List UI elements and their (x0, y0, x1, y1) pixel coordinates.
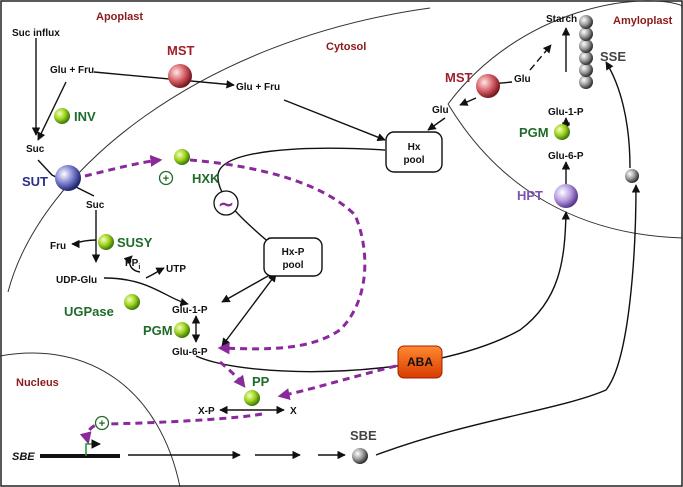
nuclear-membrane (0, 352, 181, 487)
plasma-membrane (7, 7, 431, 293)
amyloplast-membrane-outer (447, 0, 683, 105)
ppi-label: PPi (125, 258, 140, 271)
plus-text-hxk: + (163, 173, 169, 185)
ugpase-label: UGPase (64, 304, 114, 319)
regulation-arrows (79, 154, 397, 445)
hxp-pool-label-2: pool (282, 260, 303, 271)
mst-label-2: MST (445, 70, 473, 85)
glu-amyloplast-label: Glu (514, 74, 531, 85)
hxp-pool-label-1: Hx-P (282, 247, 305, 258)
susy-enzyme (98, 234, 114, 250)
x-label: X (290, 406, 297, 417)
plus-sign-nucleus (94, 415, 110, 431)
sut-transporter (55, 165, 81, 191)
fru-label: Fru (50, 241, 66, 252)
mst-transporter-amyloplast (476, 74, 500, 98)
x-p-label: X-P (198, 406, 215, 417)
glu-1-p-amyloplast-label: Glu-1-P (548, 107, 584, 118)
hpt-transporter (554, 184, 578, 208)
ugpase-enzyme (124, 294, 140, 310)
mst-label-1: MST (167, 43, 195, 58)
suc-influx-label: Suc influx (12, 28, 60, 39)
glu-fru-cytosol-label: Glu + Fru (236, 82, 280, 93)
amyloplast-granule (625, 169, 639, 183)
pgm-label-amyloplast: PGM (519, 125, 549, 140)
pgm-enzyme-cytosol (174, 322, 190, 338)
glu-1-p-cytosol-label: Glu-1-P (172, 305, 208, 316)
inv-label: INV (74, 109, 96, 124)
pp-label: PP (252, 374, 270, 389)
pgm-label-cytosol: PGM (143, 323, 173, 338)
susy-label: SUSY (117, 235, 153, 250)
pp-enzyme (244, 390, 260, 406)
glu-6-p-amyloplast-label: Glu-6-P (548, 151, 584, 162)
apoplast-label: Apoplast (96, 11, 143, 23)
suc-apoplast-label: Suc (26, 144, 45, 155)
sse-granule-stack (579, 15, 593, 89)
hx-pool-label-2: pool (403, 155, 424, 166)
glu-fru-apoplast-label: Glu + Fru (50, 65, 94, 76)
plus-text-nucleus: + (99, 418, 105, 430)
reaction-arrows (31, 27, 641, 460)
suc-cytosol-label: Suc (86, 200, 105, 211)
glu-cytosol-label: Glu (432, 105, 449, 116)
hxp-pool-box (263, 237, 323, 277)
pgm-enzyme-amyloplast (554, 124, 570, 140)
sbe-gene-label: SBE (12, 451, 35, 463)
inv-enzyme (54, 108, 70, 124)
cytosol-label: Cytosol (326, 41, 366, 53)
hpt-label: HPT (517, 188, 543, 203)
hxk-enzyme (174, 149, 190, 165)
mst-transporter-plasma (168, 64, 192, 88)
hx-pool-box (385, 131, 443, 173)
sse-label: SSE (600, 49, 626, 64)
nucleus-label: Nucleus (16, 377, 59, 389)
hxk-label: HXK (192, 171, 220, 186)
starch-label: Starch (546, 14, 577, 25)
tilde-circle (213, 190, 239, 216)
tilde-text: ~ (218, 192, 235, 216)
aba-label: ABA (407, 355, 433, 369)
hx-pool-label-1: Hx (408, 142, 421, 153)
udp-glu-label: UDP-Glu (56, 275, 97, 286)
amyloplast-membrane-inner (447, 103, 683, 239)
glu-6-p-cytosol-label: Glu-6-P (172, 347, 208, 358)
sut-label: SUT (22, 174, 48, 189)
aba-box (397, 345, 443, 379)
utp-label: UTP (166, 264, 186, 275)
amyloplast-label: Amyloplast (613, 15, 673, 27)
sbe-protein-label: SBE (350, 428, 377, 443)
sbe-protein (352, 448, 368, 464)
plus-sign-hxk (158, 170, 174, 186)
